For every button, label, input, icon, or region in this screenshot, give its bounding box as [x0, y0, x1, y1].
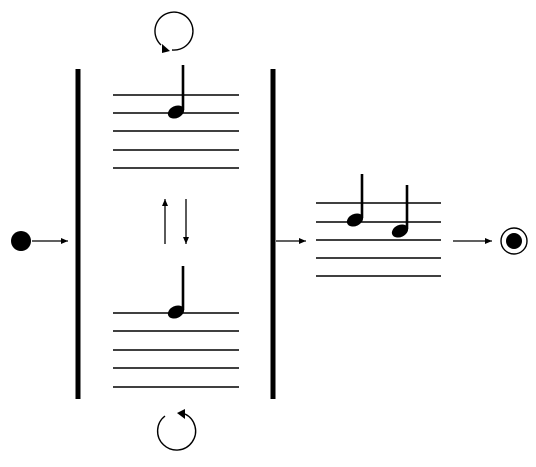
upper-staff — [113, 65, 239, 169]
quarter-note-icon — [391, 185, 409, 238]
quarter-note-icon — [167, 266, 185, 319]
self-loop-icon — [154, 11, 194, 53]
result-staff — [316, 174, 441, 277]
self-loop-icon — [156, 409, 197, 451]
quarter-note-icon — [167, 65, 185, 119]
quarter-note-icon — [346, 174, 364, 227]
lower-staff — [113, 266, 239, 388]
final-state-icon — [500, 227, 528, 255]
initial-state-icon — [11, 231, 31, 251]
